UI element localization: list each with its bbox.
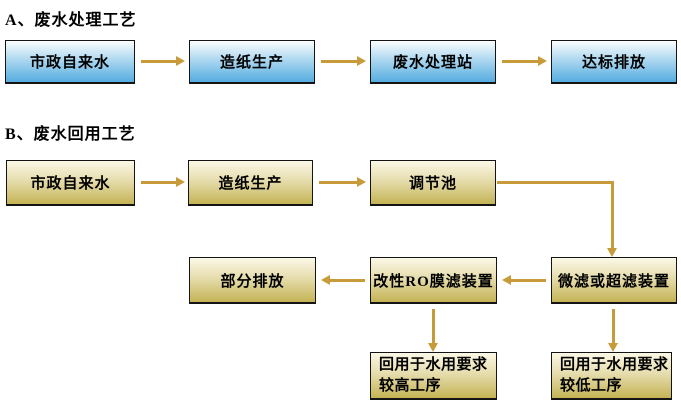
arrow-ro-to-reuse-high	[428, 309, 438, 352]
node-b-partial-discharge: 部分排放	[189, 257, 316, 304]
section-b-title: B、废水回用工艺	[5, 126, 136, 143]
node-b-reuse-high-label: 回用于水用要求 较高工序	[379, 357, 488, 394]
node-b-modified-ro-membrane: 改性RO膜滤装置	[370, 257, 497, 304]
node-a-tap-water: 市政自来水	[5, 40, 135, 84]
node-a-paper-production: 造纸生产	[189, 40, 315, 84]
section-a-title: A、废水处理工艺	[5, 12, 137, 29]
arrow-filtration-to-reuse-low	[608, 309, 618, 352]
connector-tank-elbow-horizontal	[497, 181, 614, 184]
node-b-regulating-tank: 调节池	[370, 160, 496, 206]
arrow-filtration-to-ro	[502, 275, 546, 285]
node-b-tap-water: 市政自来水	[6, 160, 135, 206]
arrow-b-paper-to-tank	[319, 177, 366, 187]
node-b-reuse-low-label: 回用于水用要求 较低工序	[560, 357, 669, 394]
node-b-reuse-low: 回用于水用要求 较低工序	[551, 352, 672, 400]
node-b-micro-or-ultra-filtration: 微滤或超滤装置	[551, 257, 677, 304]
node-b-reuse-high: 回用于水用要求 较高工序	[370, 352, 497, 400]
arrow-b-tapwater-to-paper	[141, 177, 185, 187]
node-a-compliant-discharge: 达标排放	[551, 40, 677, 84]
arrow-a-paper-to-station	[321, 56, 366, 66]
arrow-ro-to-partial-discharge	[321, 275, 365, 285]
arrow-a-tapwater-to-paper	[141, 56, 185, 66]
node-b-paper-production: 造纸生产	[188, 160, 313, 206]
node-a-wastewater-station: 废水处理站	[370, 40, 496, 84]
arrow-tank-to-filtration	[607, 181, 617, 257]
arrow-a-station-to-discharge	[502, 56, 547, 66]
